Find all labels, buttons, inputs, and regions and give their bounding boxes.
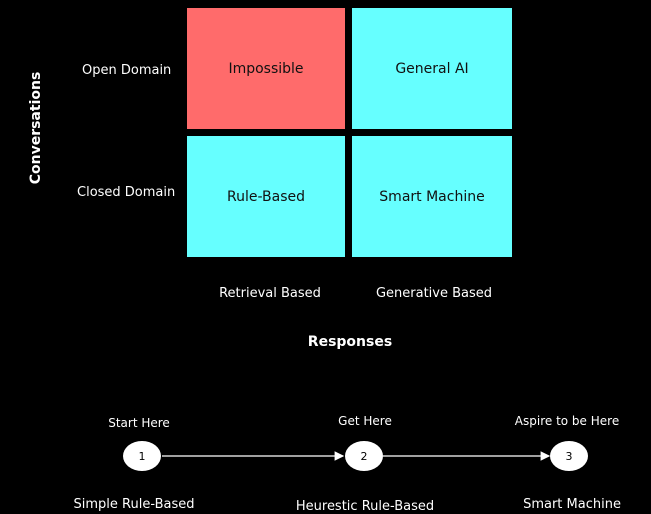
row-label-open-domain: Open Domain [82, 63, 172, 78]
step-1-number: 1 [138, 449, 146, 463]
step-1-above-label: Start Here [108, 416, 170, 430]
cell-rule-based: Rule-Based [187, 136, 345, 257]
step-2-below-label: Heurestic Rule-Based [295, 499, 435, 514]
step-1-below-label: Simple Rule-Based [73, 497, 195, 512]
cell-general-ai-label: General AI [395, 60, 469, 77]
column-label-generative-based: Generative Based [375, 286, 493, 301]
step-3-below-label: Smart Machine [523, 497, 621, 512]
step-3-number: 3 [565, 449, 573, 463]
step-3-above-label: Aspire to be Here [514, 414, 620, 428]
column-label-retrieval-based: Retrieval Based [219, 286, 321, 301]
step-2-number: 2 [360, 449, 368, 463]
step-1-node: 1 [123, 441, 161, 471]
cell-smart-machine: Smart Machine [352, 136, 512, 257]
x-axis-title: Responses [307, 334, 393, 350]
step-2-node: 2 [345, 441, 383, 471]
step-3-node: 3 [550, 441, 588, 471]
cell-impossible: Impossible [187, 8, 345, 129]
step-2-above-label: Get Here [338, 414, 392, 428]
cell-impossible-label: Impossible [228, 60, 304, 77]
cell-general-ai: General AI [352, 8, 512, 129]
cell-rule-based-label: Rule-Based [226, 188, 305, 205]
row-label-closed-domain: Closed Domain [77, 185, 176, 200]
cell-smart-machine-label: Smart Machine [379, 188, 485, 205]
